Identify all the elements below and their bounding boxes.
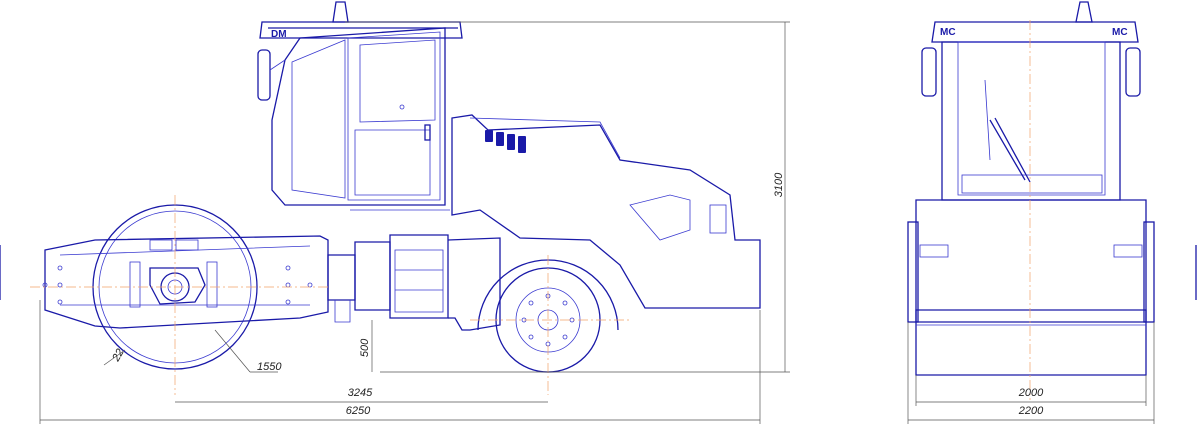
front-mirrors [921,47,1141,97]
front-view: MC MC 2000 2200 [907,1,1155,424]
cab-badge: DM [271,29,287,40]
overall-width-label: 2200 [1018,405,1044,417]
engine-hood [451,114,761,309]
wiper [989,117,1031,183]
cab [259,21,463,211]
front-dimensions [907,322,1155,424]
wheelbase-label: 3245 [348,387,373,399]
drum-track-label: 2000 [1018,387,1044,399]
hood-vents [485,130,526,153]
beacon-lamp [332,1,349,23]
drum-width-label: 1550 [257,361,282,373]
height-label: 3100 [773,172,785,197]
side-dimensions [39,21,790,424]
front-badge-right: MC [1112,27,1128,38]
overall-length-label: 6250 [346,405,371,417]
drum-offset-label: 22 [110,347,127,364]
chassis [327,234,501,331]
clearance-label: 500 [359,338,371,357]
front-beacon-lamp [1075,1,1093,23]
side-mirror [257,49,286,101]
front-badge-left: MC [940,27,956,38]
